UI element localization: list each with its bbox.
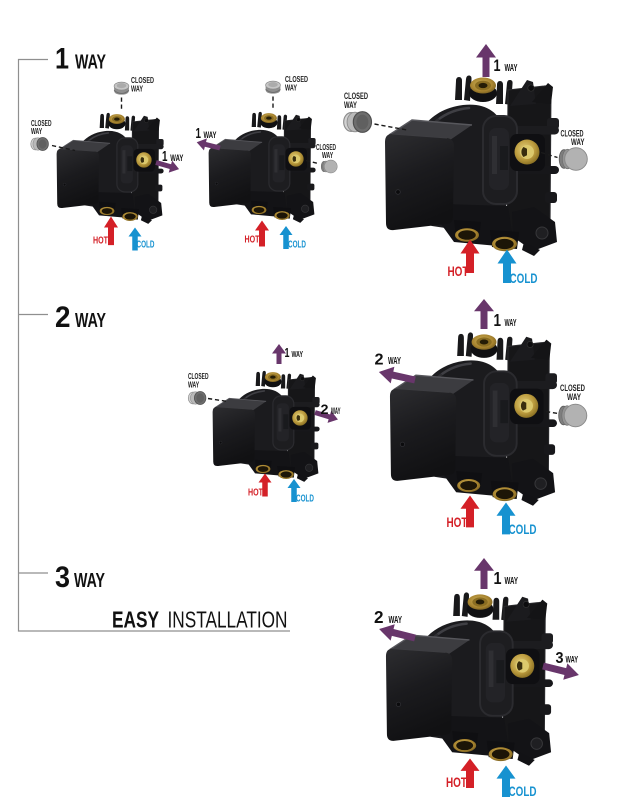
svg-text:1: 1 bbox=[162, 148, 168, 165]
svg-text:WAY: WAY bbox=[131, 84, 143, 93]
svg-text:CLOSED: CLOSED bbox=[344, 91, 368, 102]
svg-text:WAY: WAY bbox=[75, 310, 106, 332]
svg-text:HOT: HOT bbox=[93, 235, 108, 247]
svg-text:COLD: COLD bbox=[509, 784, 537, 799]
svg-text:WAY: WAY bbox=[571, 137, 585, 148]
svg-text:COLD: COLD bbox=[296, 493, 314, 505]
svg-text:WAY: WAY bbox=[505, 62, 518, 74]
svg-text:CLOSED: CLOSED bbox=[560, 383, 585, 394]
svg-text:COLD: COLD bbox=[288, 239, 306, 251]
svg-text:CLOSED: CLOSED bbox=[31, 119, 52, 128]
svg-text:1: 1 bbox=[196, 125, 202, 142]
svg-text:WAY: WAY bbox=[204, 130, 217, 141]
svg-text:CLOSED: CLOSED bbox=[561, 129, 584, 140]
svg-text:WAY: WAY bbox=[292, 349, 304, 359]
svg-text:2: 2 bbox=[374, 607, 384, 627]
svg-text:1: 1 bbox=[494, 568, 502, 588]
svg-text:WAY: WAY bbox=[344, 100, 357, 111]
svg-text:HOT: HOT bbox=[447, 515, 469, 530]
svg-text:COLD: COLD bbox=[137, 239, 155, 251]
svg-text:HOT: HOT bbox=[446, 775, 468, 790]
svg-text:EASY: EASY bbox=[112, 607, 159, 633]
svg-text:1: 1 bbox=[285, 345, 290, 360]
svg-text:WAY: WAY bbox=[505, 317, 517, 329]
svg-text:WAY: WAY bbox=[322, 151, 334, 160]
svg-text:1: 1 bbox=[494, 57, 501, 75]
svg-text:COLD: COLD bbox=[509, 522, 537, 537]
svg-text:CLOSED: CLOSED bbox=[316, 143, 336, 152]
svg-text:WAY: WAY bbox=[170, 153, 183, 164]
svg-text:WAY: WAY bbox=[331, 406, 341, 417]
svg-text:WAY: WAY bbox=[285, 83, 297, 92]
svg-text:HOT: HOT bbox=[248, 487, 263, 499]
svg-text:COLD: COLD bbox=[510, 271, 538, 286]
svg-text:INSTALLATION: INSTALLATION bbox=[168, 607, 288, 633]
svg-text:CLOSED: CLOSED bbox=[285, 75, 308, 84]
svg-text:1: 1 bbox=[494, 310, 502, 330]
svg-text:WAY: WAY bbox=[74, 570, 105, 592]
svg-text:HOT: HOT bbox=[448, 264, 470, 279]
svg-text:WAY: WAY bbox=[389, 615, 403, 626]
svg-text:WAY: WAY bbox=[566, 655, 579, 665]
svg-text:1: 1 bbox=[55, 43, 69, 76]
svg-text:WAY: WAY bbox=[505, 575, 519, 587]
svg-text:2: 2 bbox=[375, 352, 384, 369]
svg-text:3: 3 bbox=[556, 650, 564, 667]
svg-text:CLOSED: CLOSED bbox=[131, 76, 154, 85]
svg-text:WAY: WAY bbox=[75, 52, 106, 74]
svg-text:WAY: WAY bbox=[188, 381, 200, 390]
svg-text:CLOSED: CLOSED bbox=[188, 372, 209, 381]
svg-text:HOT: HOT bbox=[245, 234, 260, 246]
svg-text:3: 3 bbox=[55, 561, 70, 594]
svg-text:WAY: WAY bbox=[388, 356, 401, 367]
svg-text:WAY: WAY bbox=[567, 392, 581, 403]
svg-text:WAY: WAY bbox=[31, 127, 43, 136]
svg-text:2: 2 bbox=[55, 301, 71, 334]
svg-text:2: 2 bbox=[321, 401, 329, 417]
